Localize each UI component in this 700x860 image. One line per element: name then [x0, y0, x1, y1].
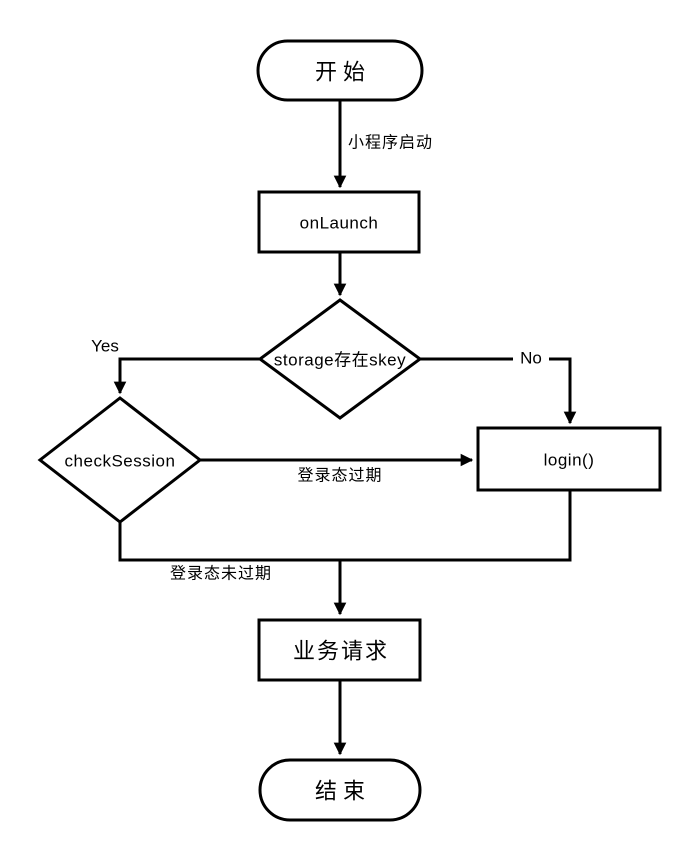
storage-check-label: storage存在skey: [274, 351, 406, 370]
edge-labels: 小程序启动 Yes No 登录态过期 登录态未过期: [91, 134, 549, 583]
login-process-shape: [476, 426, 662, 492]
check-session-decision-shape: [37, 396, 203, 524]
edge-no-to-login: [420, 357, 577, 425]
node-business-request: 业务请求: [257, 618, 422, 682]
start-label: 开始: [315, 60, 371, 85]
node-check-session: checkSession: [37, 396, 203, 524]
edge-yes-to-check-session: [113, 357, 260, 395]
edge-label-yes: Yes: [91, 337, 119, 356]
edge-merge-line: [118, 491, 572, 562]
node-storage-check: storage存在skey: [257, 298, 423, 420]
business-request-process-shape: [257, 618, 422, 682]
edge-label-no-background: [513, 348, 549, 369]
storage-check-decision-shape: [257, 298, 423, 420]
onlaunch-label: onLaunch: [300, 214, 379, 233]
start-terminator-shape: [256, 39, 424, 102]
end-terminator-shape: [258, 758, 422, 822]
node-onlaunch: onLaunch: [257, 190, 421, 254]
check-session-label: checkSession: [65, 452, 176, 471]
login-label: login(): [544, 451, 595, 470]
node-start: 开始: [256, 39, 424, 102]
business-request-label: 业务请求: [293, 639, 389, 664]
edge-label-expired: 登录态过期: [297, 467, 382, 485]
end-label: 结束: [315, 779, 371, 804]
node-login: login(): [476, 426, 662, 492]
edge-label-launch: 小程序启动: [348, 134, 433, 152]
edge-label-no: No: [520, 349, 542, 368]
edge-label-not-expired: 登录态未过期: [170, 565, 272, 583]
node-end: 结束: [258, 758, 422, 822]
onlaunch-process-shape: [257, 190, 421, 254]
edges: [113, 100, 577, 756]
